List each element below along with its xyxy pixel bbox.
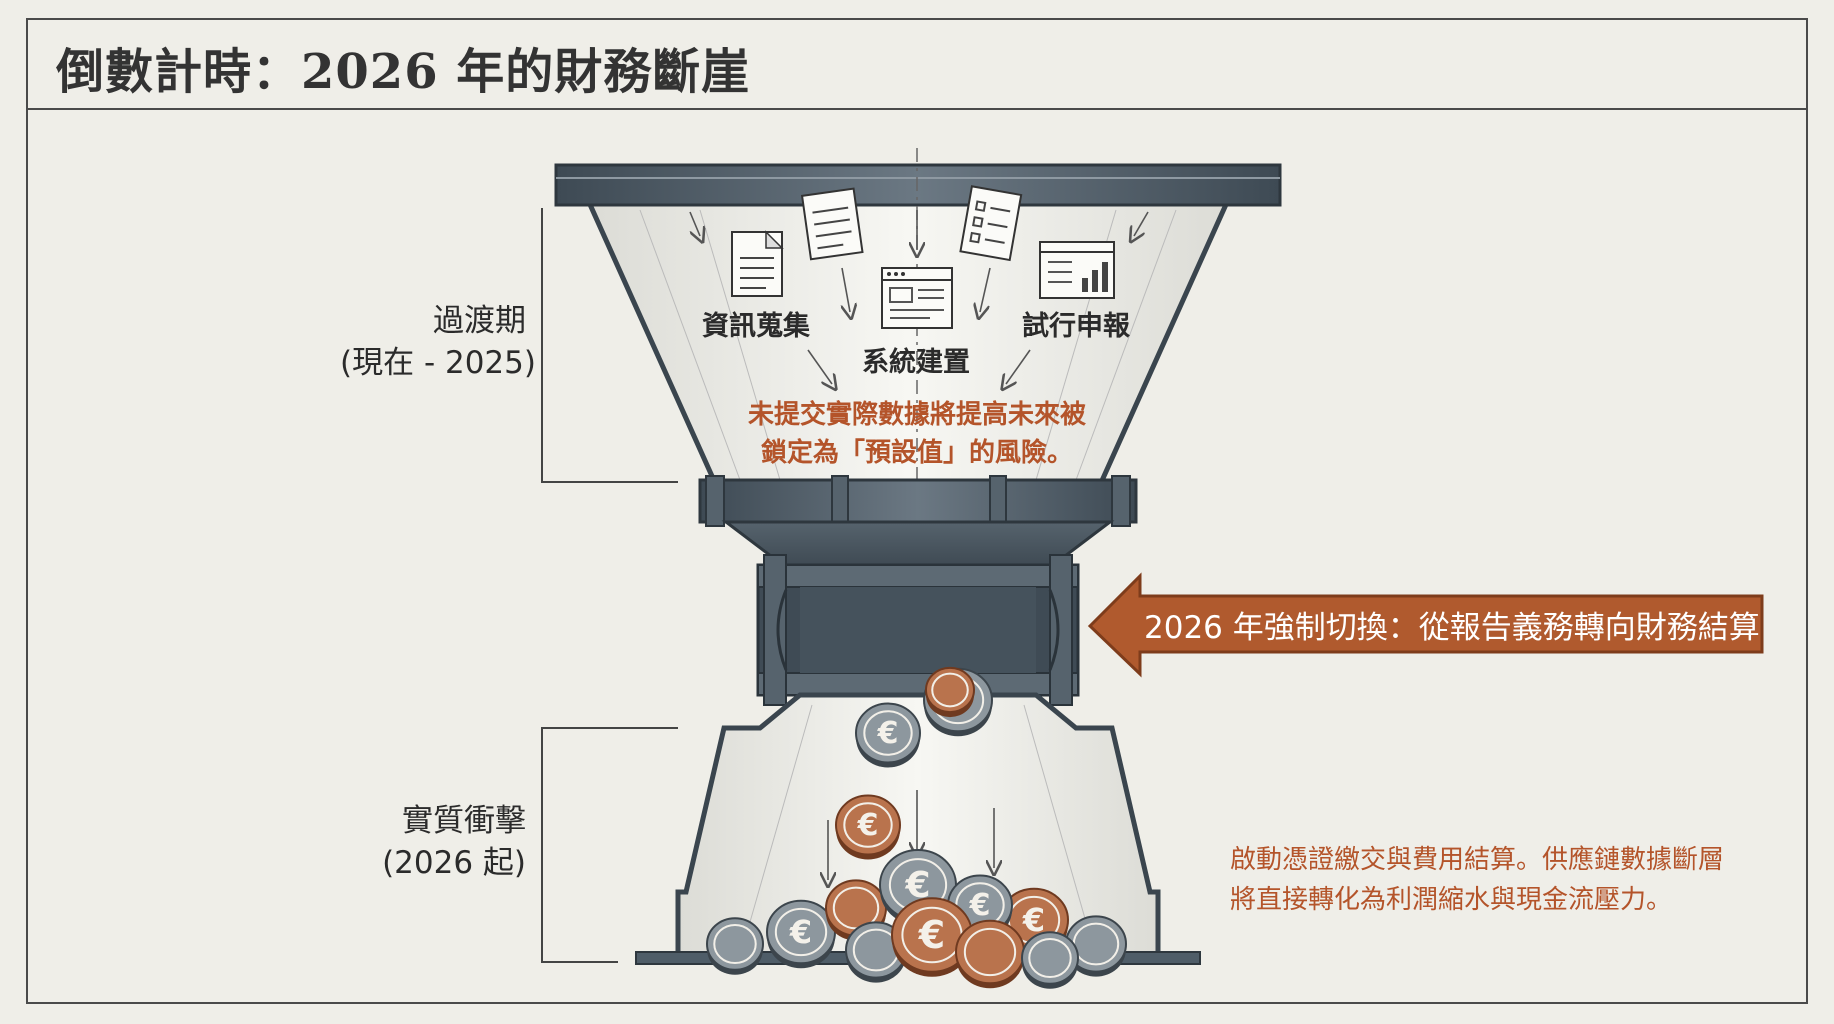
euro-symbol: € xyxy=(857,808,879,843)
euro-coin-icon xyxy=(1021,931,1079,989)
upper-flange xyxy=(698,475,1138,527)
transition-title: 過渡期 xyxy=(433,303,526,339)
euro-coin-icon: € xyxy=(891,897,973,977)
euro-coin-icon xyxy=(955,919,1025,989)
transition-bracket xyxy=(541,208,678,483)
browser-window-icon xyxy=(881,267,953,329)
impact-title: 實質衝擊 xyxy=(402,803,526,839)
impact-line-1: 啟動憑證繳交與費用結算。供應鏈數據斷層 xyxy=(1230,845,1725,875)
euro-coin-icon: € xyxy=(855,702,921,768)
step-label-trial: 試行申報 xyxy=(1022,311,1130,342)
euro-symbol: € xyxy=(877,716,899,751)
default-value-warning: 未提交實際數據將提高未來被 鎖定為「預設值」的風險。 xyxy=(717,396,1117,472)
header: 倒數計時：2026 年的財務斷崖 xyxy=(26,18,1808,110)
switch-arrow xyxy=(1087,572,1764,678)
transition-range: (現在 - 2025) xyxy=(340,345,536,381)
document-icon xyxy=(731,230,784,297)
slide-frame xyxy=(26,18,1808,1004)
coin-pile: €€€€€€€€ xyxy=(706,666,1127,989)
bar-chart-report-icon xyxy=(1039,241,1115,299)
warning-line-1: 未提交實際數據將提高未來被 xyxy=(747,400,1086,430)
euro-coin-icon xyxy=(706,917,764,975)
euro-coin-icon: € xyxy=(879,849,957,925)
euro-coin-icon xyxy=(845,921,907,983)
euro-coin-icon xyxy=(1065,915,1127,977)
impact-line-2: 將直接轉化為利潤縮水與現金流壓力。 xyxy=(1230,885,1673,915)
step-label-system: 系統建置 xyxy=(862,347,970,378)
floating-document-icon xyxy=(800,187,864,261)
switch-banner-text: 2026 年強制切換：從報告義務轉向財務結算 xyxy=(1144,610,1760,646)
euro-coin-icon xyxy=(925,666,975,718)
inflow-arrows xyxy=(689,210,1149,384)
impact-note: 啟動憑證繳交與費用結算。供應鏈數據斷層 將直接轉化為利潤縮水與現金流壓力。 xyxy=(1230,840,1724,920)
step-label-collect: 資訊蒐集 xyxy=(702,311,810,342)
coin-fall-arrows xyxy=(828,790,994,880)
impact-label: 實質衝擊 (2026 起) xyxy=(340,800,526,884)
euro-symbol: € xyxy=(789,913,812,951)
checklist-icon xyxy=(959,185,1023,262)
euro-coin-icon: € xyxy=(766,899,836,969)
euro-symbol: € xyxy=(1022,901,1045,939)
page-title: 倒數計時：2026 年的財務斷崖 xyxy=(56,44,751,100)
euro-symbol: € xyxy=(969,888,991,923)
euro-symbol: € xyxy=(918,913,945,957)
neck-housing xyxy=(756,554,1080,706)
transition-label: 過渡期 (現在 - 2025) xyxy=(340,300,536,384)
impact-bracket xyxy=(541,727,678,963)
euro-coin-icon: € xyxy=(835,794,901,860)
impact-range: (2026 起) xyxy=(382,845,526,881)
warning-line-2: 鎖定為「預設值」的風險。 xyxy=(760,438,1073,468)
